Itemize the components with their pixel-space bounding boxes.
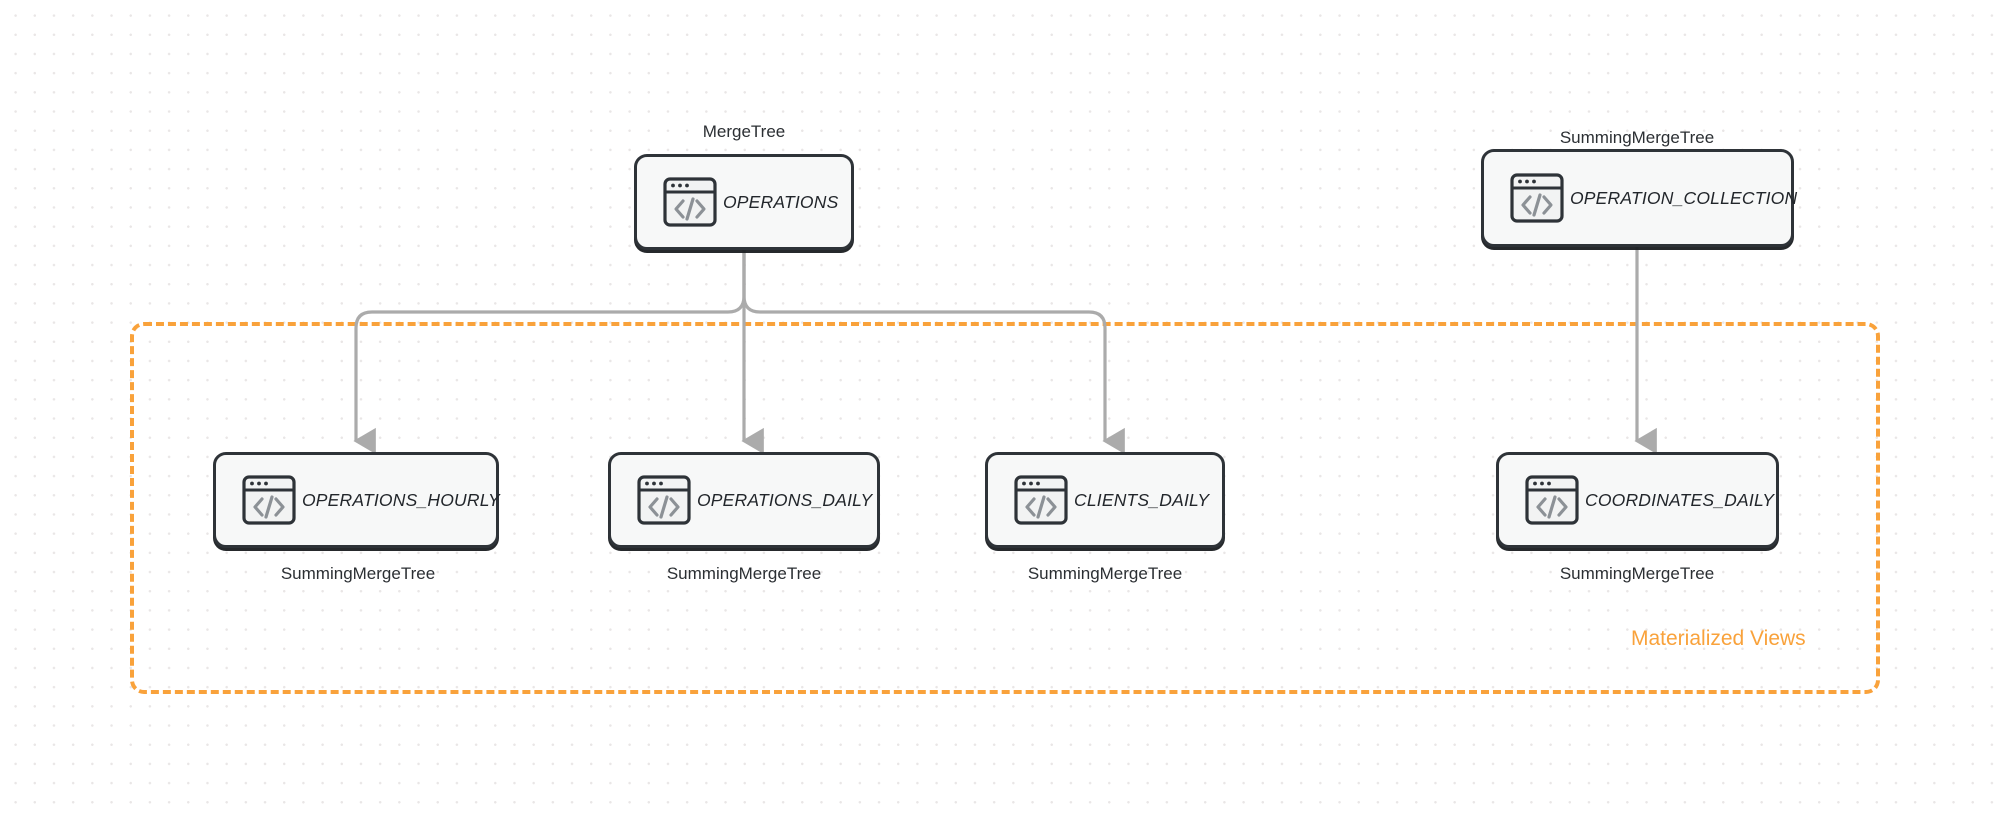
engine-label-clients_daily: SummingMergeTree [1027,564,1183,583]
table-node-coordinates_daily[interactable]: COORDINATES_DAILY [1496,452,1779,548]
table-node-label: COORDINATES_DAILY [1585,489,1775,510]
table-node-clients_daily[interactable]: CLIENTS_DAILY [985,452,1225,548]
table-node-operations_hourly[interactable]: OPERATIONS_HOURLY [213,452,500,548]
code-window-icon [1525,475,1579,525]
table-node-label: OPERATIONS_DAILY [697,489,873,510]
table-node-operations[interactable]: OPERATIONS [634,154,854,250]
materialized-views-group-label: Materialized Views [1631,627,1806,650]
code-window-icon [242,475,296,525]
code-window-icon [663,177,717,227]
table-node-label: OPERATION_COLLECTION [1570,187,1798,208]
table-node-operations_daily[interactable]: OPERATIONS_DAILY [608,452,880,548]
table-node-label: OPERATIONS_HOURLY [302,489,500,510]
engine-label-coordinates_daily: SummingMergeTree [1559,564,1715,583]
engine-label-operation_collection: SummingMergeTree [1559,128,1715,147]
engine-label-operations_daily: SummingMergeTree [666,564,822,583]
table-node-operation_collection[interactable]: OPERATION_COLLECTION [1481,149,1797,247]
code-window-icon [1014,475,1068,525]
table-node-label: OPERATIONS [723,191,839,212]
engine-label-operations: MergeTree [702,122,786,141]
code-window-icon [637,475,691,525]
table-node-label: CLIENTS_DAILY [1074,489,1210,510]
engine-label-operations_hourly: SummingMergeTree [280,564,436,583]
code-window-icon [1510,173,1564,223]
